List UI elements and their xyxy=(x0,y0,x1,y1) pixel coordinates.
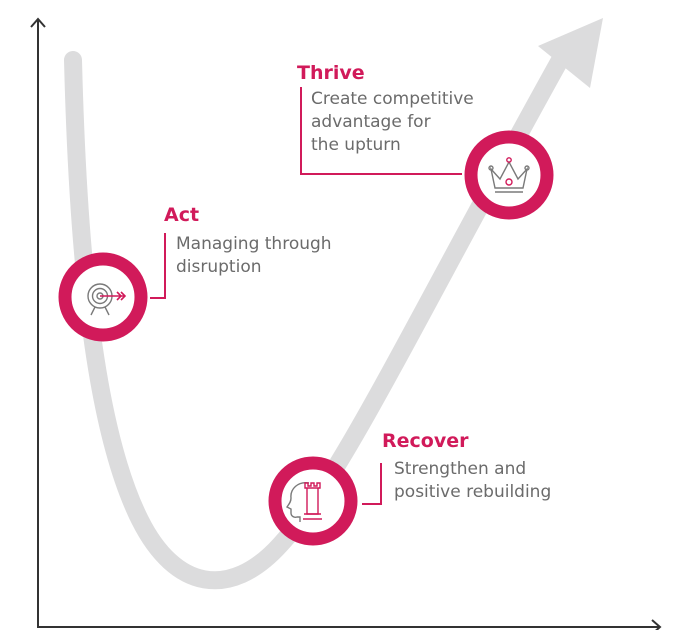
thrive-connector xyxy=(300,87,462,175)
y-axis-arrowhead xyxy=(30,17,46,28)
thrive-title: Thrive xyxy=(297,62,365,84)
curve-arrowhead xyxy=(538,18,603,88)
recover-connector xyxy=(362,463,382,505)
thrive-description-line-2: advantage for xyxy=(311,112,431,132)
axes xyxy=(30,17,662,630)
act-description-line-1: Managing through xyxy=(176,234,332,254)
crown-icon xyxy=(488,157,530,193)
x-axis-arrowhead xyxy=(651,619,662,630)
head-chess-rook-icon xyxy=(285,482,322,522)
thrive-description-line-1: Create competitive xyxy=(311,89,474,109)
recover-title: Recover xyxy=(382,430,469,452)
thrive-node xyxy=(464,130,554,220)
act-node xyxy=(58,252,148,342)
act-connector xyxy=(150,233,166,299)
recover-description-line-1: Strengthen and xyxy=(394,459,527,479)
act-description-line-2: disruption xyxy=(176,257,262,277)
recover-description-line-2: positive rebuilding xyxy=(394,482,552,502)
target-icon xyxy=(87,283,127,316)
thrive-description-line-3: the upturn xyxy=(311,135,401,155)
recover-node xyxy=(268,456,358,546)
act-title: Act xyxy=(164,204,200,226)
